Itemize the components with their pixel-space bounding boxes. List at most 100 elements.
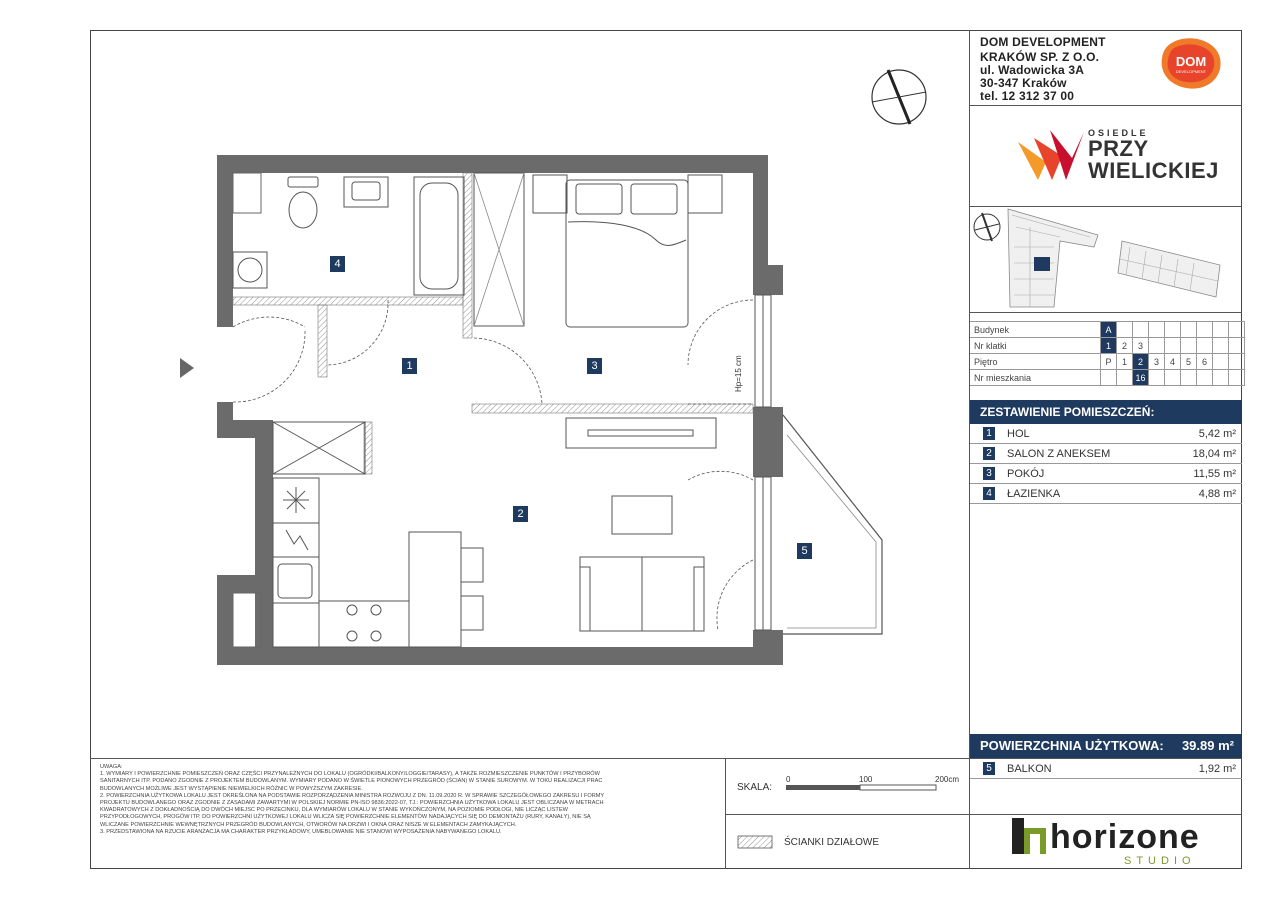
notes-line: PRZYPODŁOGOWYCH, PROGÓW ITP. DO POWIERZC…: [100, 814, 591, 821]
info-cell: [1212, 321, 1229, 338]
info-cell: 1: [1116, 353, 1133, 370]
company-city: 30-347 Kraków: [980, 76, 1067, 90]
notes-divider: [725, 758, 726, 869]
project-divider: [969, 206, 1242, 207]
info-cell: [1148, 321, 1165, 338]
total-area-label: POWIERZCHNIA UŻYTKOWA:: [980, 738, 1164, 753]
info-cell: [1164, 337, 1181, 354]
list-item: 2 SALON Z ANEKSEM 18,04 m²: [970, 444, 1242, 464]
info-cell: 1: [1100, 337, 1117, 354]
room-number: 5: [983, 762, 995, 775]
scale-label: SKALA:: [737, 782, 773, 793]
list-item: 4 ŁAZIENKA 4,88 m²: [970, 484, 1242, 504]
scale-divider: [725, 814, 1242, 815]
info-cell: 3: [1132, 337, 1149, 354]
room-area: 1,92 m²: [1198, 762, 1236, 775]
room-area: 5,42 m²: [1198, 427, 1236, 440]
window-sill-height: Hp=15 cm: [734, 355, 743, 392]
notes-title: UWAGA:: [100, 764, 123, 770]
info-cell: [1100, 369, 1117, 386]
notes-line: 3. PRZEDSTAWIONA NA RZUCIE ARANŻACJA MA …: [100, 828, 502, 835]
floor-plan: [180, 69, 927, 665]
horizone-logo-mark: [1012, 818, 1046, 854]
info-cell: 16: [1132, 369, 1149, 386]
info-cell: [1180, 369, 1197, 386]
info-cell: [1180, 321, 1197, 338]
info-cell: [1212, 353, 1229, 370]
company-address: ul. Wadowicka 3A: [980, 63, 1085, 77]
notes-line: BUDOWLANYCH MOŻLIWE JEST WYSTĄPIENIE NIE…: [100, 785, 363, 792]
horizone-logo-sub: STUDIO: [1124, 855, 1196, 867]
key-plan: [973, 208, 1221, 308]
info-cell: [1148, 337, 1165, 354]
room-area: 11,55 m²: [1193, 467, 1236, 480]
total-area-value: 39.89 m²: [1181, 738, 1234, 753]
info-cell: [1228, 369, 1245, 386]
footer-divider: [90, 758, 1242, 759]
dom-development-logo: DOM DEVELOPMENT: [1161, 38, 1221, 89]
przy-wielickiej-logo-mark: [1018, 130, 1084, 180]
project-name-line2: WIELICKIEJ: [1088, 158, 1219, 183]
info-cell: [1116, 321, 1133, 338]
info-cell: [1196, 321, 1213, 338]
company-name-2: KRAKÓW SP. Z O.O.: [980, 50, 1100, 64]
info-cell: [1116, 369, 1133, 386]
scale-tick: 0: [786, 775, 791, 784]
info-row: Nr mieszkania 16: [970, 369, 1245, 386]
info-row-label: Nr klatki: [970, 337, 1101, 354]
company-phone: tel. 12 312 37 00: [980, 89, 1075, 103]
room-area: 4,88 m²: [1198, 487, 1236, 500]
room-number: 4: [983, 487, 995, 500]
info-cell: [1164, 321, 1181, 338]
room-list: 1 HOL 5,42 m² 2 SALON Z ANEKSEM 18,04 m²…: [970, 424, 1242, 504]
plan-tag-balkon: 5: [797, 543, 812, 559]
keyplan-divider: [969, 312, 1242, 313]
project-osiedle: OSIEDLE: [1088, 128, 1149, 138]
room-name: BALKON: [1007, 762, 1052, 775]
info-cell: 3: [1148, 353, 1165, 370]
total-area-bar: POWIERZCHNIA UŻYTKOWA: 39.89 m²: [970, 734, 1242, 758]
info-cell: A: [1100, 321, 1117, 338]
info-row-label: Nr mieszkania: [970, 369, 1101, 386]
room-number: 3: [983, 467, 995, 480]
list-item: 1 HOL 5,42 m²: [970, 424, 1242, 444]
list-item: 3 POKÓJ 11,55 m²: [970, 464, 1242, 484]
dom-logo-sub: DEVELOPMENT: [1176, 69, 1207, 74]
info-row-label: Budynek: [970, 321, 1101, 338]
info-cell: [1180, 337, 1197, 354]
scale-tick: 200cm: [935, 775, 960, 784]
info-cell: [1228, 337, 1245, 354]
list-item: 5 BALKON 1,92 m²: [970, 759, 1242, 779]
info-cell: [1228, 321, 1245, 338]
notes-line: 1. WYMIARY I POWIERZCHNIE POMIESZCZEŃ OR…: [100, 771, 600, 778]
plan-sheet: [90, 30, 1242, 869]
plan-tag-salon: 2: [513, 506, 528, 522]
info-cell: [1212, 369, 1229, 386]
dom-logo-text: DOM: [1176, 54, 1206, 69]
info-cell: [1196, 369, 1213, 386]
header-divider: [969, 105, 1242, 106]
info-cell: [1196, 337, 1213, 354]
room-number: 2: [983, 447, 995, 460]
room-area: 18,04 m²: [1192, 447, 1236, 460]
notes-line: 2. POWIERZCHNIA UŻYTKOWA LOKALU JEST OKR…: [100, 792, 605, 799]
info-cell: [1164, 369, 1181, 386]
info-cell: 6: [1196, 353, 1213, 370]
balcony-list: 5 BALKON 1,92 m²: [970, 759, 1242, 779]
info-row-label: Piętro: [970, 353, 1101, 370]
notes-line: PROJEKTU BUDOWLANEGO ORAZ ZGODNIE Z ZASA…: [100, 800, 604, 807]
room-name: HOL: [1007, 427, 1030, 440]
info-cell: 4: [1164, 353, 1181, 370]
notes-line: KWADRATOWYCH Z DOKŁADNOŚCIĄ DO DWÓCH MIE…: [100, 807, 568, 814]
partition-legend-swatch: [737, 835, 773, 849]
info-cell: P: [1100, 353, 1117, 370]
partition-legend-label: ŚCIANKI DZIAŁOWE: [784, 837, 880, 848]
room-name: SALON Z ANEKSEM: [1007, 447, 1111, 460]
info-cell: [1212, 337, 1229, 354]
plan-tag-lazienka: 4: [330, 256, 345, 272]
notes-line: SANITARNYCH ITP. PODANO ZGODNIE Z PROJEK…: [100, 778, 603, 785]
info-cell: [1132, 321, 1149, 338]
info-cell: 5: [1180, 353, 1197, 370]
